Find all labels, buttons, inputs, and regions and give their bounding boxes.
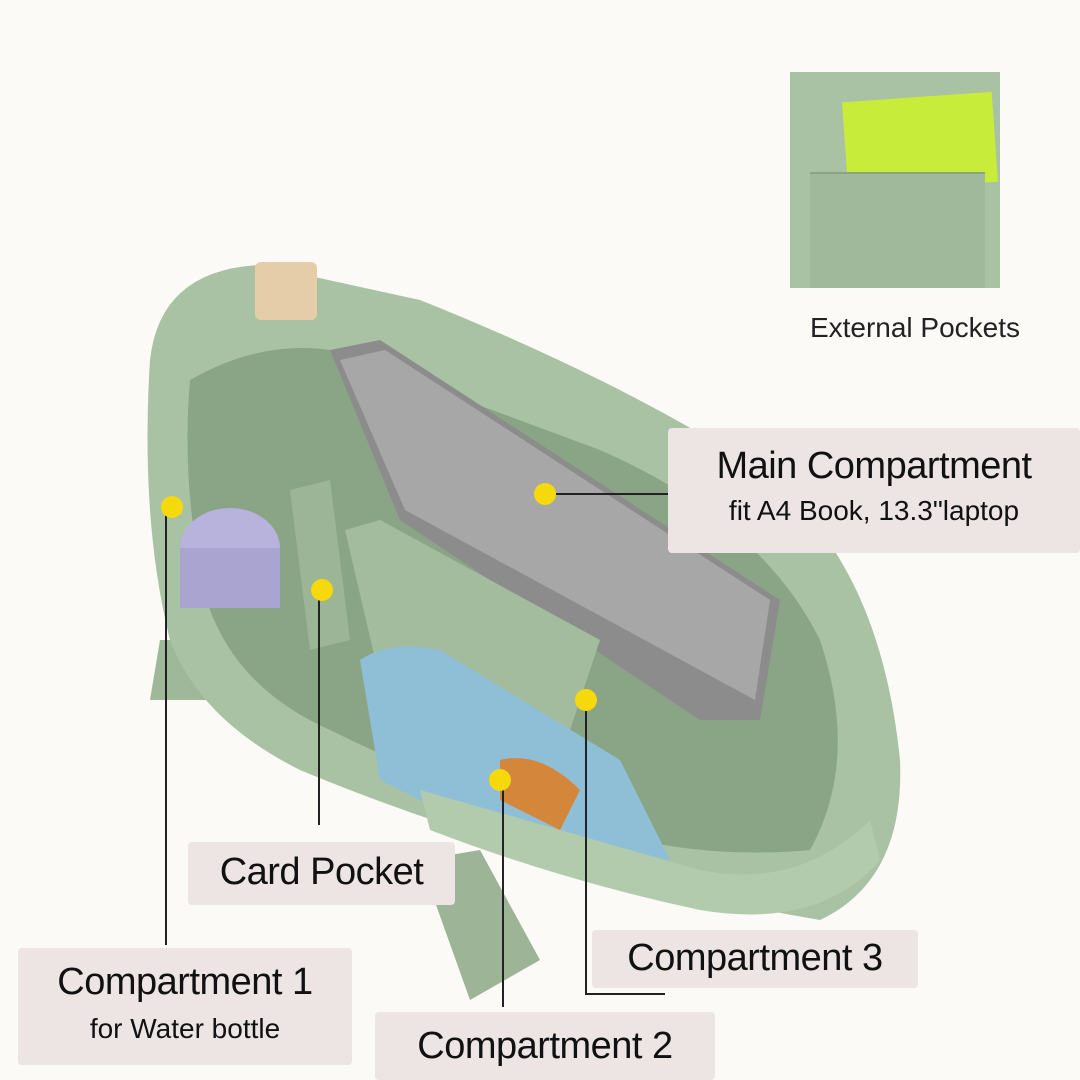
main-compartment-callout: Main Compartment fit A4 Book, 13.3"lapto…: [668, 428, 1080, 553]
marker-compartment-3: [575, 689, 597, 711]
compartment-3-callout: Compartment 3: [592, 930, 918, 988]
leader-line-main: [548, 493, 668, 495]
main-compartment-subtitle: fit A4 Book, 13.3"laptop: [728, 495, 1020, 526]
leader-line-card-pocket: [318, 595, 320, 825]
leader-line-compartment-1: [165, 510, 167, 945]
card-pocket-callout: Card Pocket: [188, 842, 455, 905]
compartment-1-callout: Compartment 1 for Water bottle: [18, 948, 352, 1065]
compartment-2-title: Compartment 2: [417, 1025, 673, 1067]
compartment-1-title: Compartment 1: [57, 961, 313, 1003]
pocket-flap: [810, 172, 985, 288]
marker-compartment-1: [161, 496, 183, 518]
external-pockets-label: External Pockets: [809, 312, 1021, 343]
leader-line-compartment-3: [585, 705, 587, 995]
marker-main-compartment: [534, 483, 556, 505]
marker-card-pocket: [311, 579, 333, 601]
card-pocket-title: Card Pocket: [219, 851, 424, 893]
compartment-3-title: Compartment 3: [627, 937, 883, 979]
compartment-2-callout: Compartment 2: [375, 1012, 715, 1080]
compartment-1-subtitle: for Water bottle: [89, 1013, 281, 1044]
marker-compartment-2: [489, 769, 511, 791]
leader-line-compartment-3-h: [585, 993, 665, 995]
leader-line-compartment-2: [502, 785, 504, 1007]
external-pockets-photo: [790, 72, 1000, 288]
main-compartment-title: Main Compartment: [716, 445, 1032, 487]
